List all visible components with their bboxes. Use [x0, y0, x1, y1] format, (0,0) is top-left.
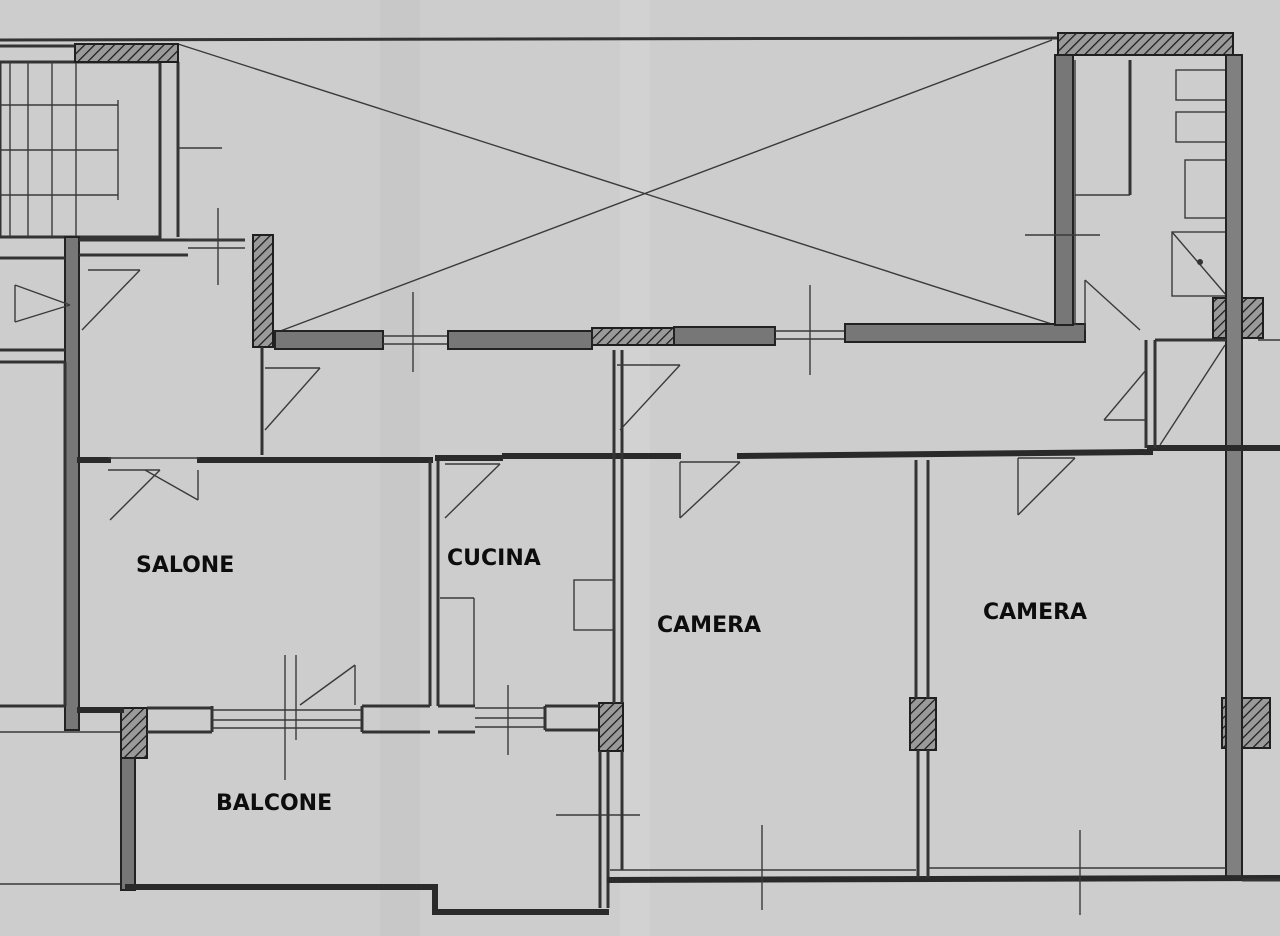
- room-label-camera-1: CAMERA: [657, 613, 761, 638]
- room-labels: SALONE CUCINA CAMERA CAMERA BALCONE: [136, 546, 1087, 816]
- left-neighbour-walls: [0, 362, 67, 708]
- door-swings: [108, 364, 1076, 521]
- courtyard-void: [0, 36, 1061, 334]
- bedroom-exterior-wall: [606, 750, 1280, 915]
- room-label-salone: SALONE: [136, 553, 234, 578]
- balcony-outline: [120, 751, 640, 915]
- room-label-balcone: BALCONE: [216, 791, 332, 816]
- bathroom-block: [1025, 54, 1243, 881]
- room-label-camera-2: CAMERA: [983, 600, 1087, 625]
- kitchen-fixtures: [440, 579, 615, 706]
- interior-walls: [77, 338, 1280, 706]
- entrance-hall: [0, 208, 321, 731]
- room-label-cucina: CUCINA: [447, 546, 541, 571]
- staircase: [0, 60, 222, 239]
- corridor-north-wall: [274, 285, 1086, 375]
